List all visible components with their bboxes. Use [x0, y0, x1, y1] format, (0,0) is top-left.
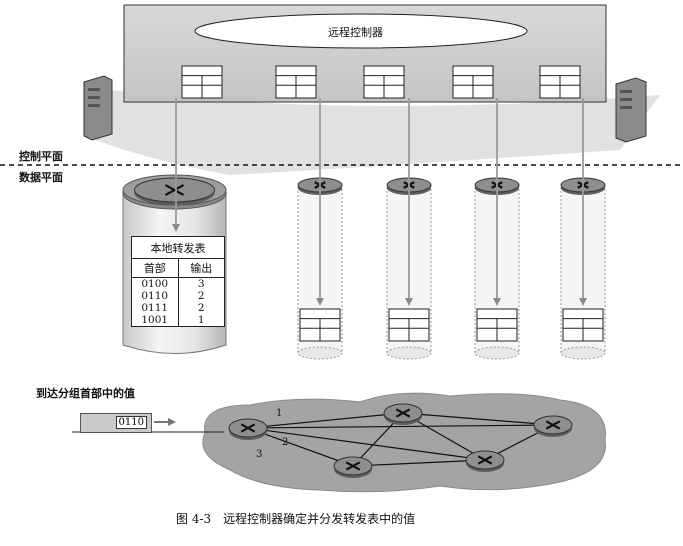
forwarding-table-title: 本地转发表 — [132, 237, 224, 259]
local-flow-table — [476, 308, 518, 342]
packet-arrowhead — [168, 418, 176, 426]
row-header: 0111 — [132, 302, 179, 314]
row-output: 2 — [197, 302, 205, 314]
port-3-label: 3 — [256, 449, 263, 460]
table-row: 0111 2 — [132, 302, 224, 314]
network-router-icon — [465, 450, 505, 472]
control-plane-label: 控制平面 — [19, 150, 63, 163]
controller-label: 远程控制器 — [328, 26, 383, 39]
packet-header-label: 到达分组首部中的值 — [36, 387, 135, 400]
figure-caption: 图 4-3 远程控制器确定并分发转发表中的值 — [176, 512, 416, 526]
server-right-icon — [615, 77, 647, 143]
packet: 0110 — [80, 413, 152, 433]
column-output: 输出 — [190, 262, 213, 275]
controller-flow-table — [452, 65, 494, 99]
controller-flow-table — [363, 65, 405, 99]
network-router-icon — [228, 418, 268, 440]
row-output: 1 — [197, 314, 205, 326]
network-router-icon — [383, 403, 423, 425]
table-row: 0110 2 — [132, 290, 224, 302]
controller-flow-table — [275, 65, 317, 99]
local-flow-table — [299, 308, 341, 342]
controller-ellipse — [194, 13, 528, 49]
row-header: 1001 — [132, 314, 179, 326]
port-2-label: 2 — [282, 437, 289, 448]
table-row: 1001 1 — [132, 314, 224, 326]
local-flow-table — [562, 308, 604, 342]
network-cloud — [202, 392, 606, 493]
local-flow-table — [388, 308, 430, 342]
packet-value: 0110 — [115, 416, 147, 429]
router-columns — [297, 177, 606, 360]
row-output: 2 — [197, 290, 205, 302]
arrow-head — [493, 298, 501, 306]
controller-flow-table — [181, 65, 223, 99]
row-header: 0100 — [132, 278, 179, 290]
arrow-head — [579, 298, 587, 306]
network-routers — [228, 403, 573, 478]
server-left-icon — [83, 75, 113, 141]
distribution-arrows — [172, 98, 587, 306]
local-router-cylinder — [122, 174, 227, 354]
port-1-label: 1 — [276, 408, 283, 419]
network-router-icon — [333, 456, 373, 478]
network-router-icon — [533, 415, 573, 437]
row-output: 3 — [197, 278, 205, 290]
data-plane-label: 数据平面 — [19, 171, 63, 184]
arrow-head — [172, 224, 180, 232]
controller-shadow — [95, 88, 660, 175]
row-header: 0110 — [132, 290, 179, 302]
controller-flow-table — [539, 65, 581, 99]
router-icon — [134, 177, 215, 205]
forwarding-table: 本地转发表 首部 输出 0100 3 0110 2 0111 2 1001 1 — [131, 236, 225, 327]
arrow-head — [316, 298, 324, 306]
arrow-head — [405, 298, 413, 306]
controller-tables — [181, 65, 581, 99]
column-header: 首部 — [132, 259, 179, 277]
table-row: 0100 3 — [132, 278, 224, 290]
